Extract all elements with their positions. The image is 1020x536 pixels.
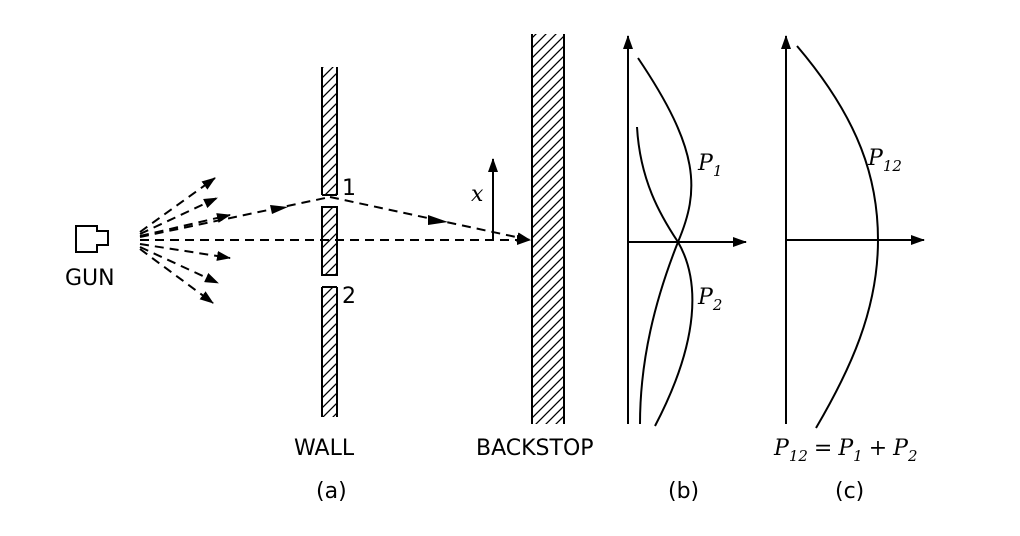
- panel-b-axes: [623, 35, 747, 424]
- hole-1-label: 1: [342, 176, 356, 201]
- p12-curve: [796, 45, 880, 429]
- panel-a-label: (a): [316, 479, 347, 504]
- backstop-label: BACKSTOP: [476, 436, 594, 461]
- hole-2-label: 2: [342, 284, 356, 309]
- p1-label: P1: [697, 151, 722, 180]
- panel-b-label: (b): [668, 479, 699, 504]
- panel-c-label: (c): [835, 479, 864, 504]
- wall: [321, 67, 338, 417]
- panel-c-axes: [781, 35, 925, 424]
- p12-label: P12: [867, 146, 902, 175]
- ray-through-hole-1: [139, 196, 531, 243]
- p2-label: P2: [697, 285, 722, 314]
- x-axis-label: x: [471, 182, 484, 207]
- p2-curve: [636, 126, 694, 427]
- gun-spray: [139, 177, 231, 304]
- equation: P12=P1+P2: [773, 436, 918, 465]
- gun-label: GUN: [65, 266, 115, 291]
- backstop: [531, 34, 565, 424]
- gun-icon: [75, 225, 109, 253]
- wall-label: WALL: [294, 436, 355, 461]
